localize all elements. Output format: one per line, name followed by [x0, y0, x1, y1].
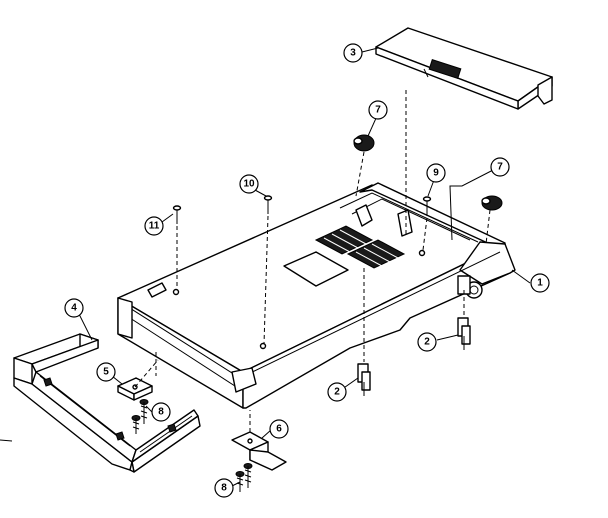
- callout-7a: 7: [368, 100, 388, 120]
- knob-7b: [481, 195, 503, 211]
- svg-text:8: 8: [221, 483, 227, 494]
- callout-8a: 8: [151, 402, 171, 422]
- svg-text:1: 1: [537, 278, 543, 289]
- access-opening: [283, 251, 349, 287]
- svg-text:5: 5: [103, 367, 109, 378]
- screw-8b: [235, 463, 253, 492]
- svg-text:7: 7: [497, 162, 503, 173]
- svg-text:11: 11: [149, 221, 160, 232]
- svg-text:6: 6: [276, 424, 282, 435]
- mount-bracket-5: [117, 377, 153, 401]
- svg-text:2: 2: [334, 387, 340, 398]
- screw-9: [422, 196, 432, 216]
- screw-hole-rear: [418, 249, 426, 257]
- callout-9: 9: [426, 163, 446, 183]
- knob-7a: [353, 134, 375, 152]
- callout-10: 10: [239, 174, 259, 194]
- callout-11: 11: [144, 216, 164, 236]
- leader-lines: [77, 47, 531, 487]
- callout-2b: 2: [327, 382, 347, 402]
- mount-bracket-6: [231, 431, 287, 471]
- clip-2a: [357, 363, 371, 396]
- svg-text:7: 7: [375, 105, 381, 116]
- callout-7b: 7: [490, 157, 510, 177]
- alignment-lines: [134, 90, 491, 432]
- callout-8b: 8: [214, 478, 234, 498]
- front-frame: [13, 333, 201, 473]
- callout-4: 4: [64, 298, 84, 318]
- callout-1: 1: [530, 273, 550, 293]
- callout-6: 6: [269, 419, 289, 439]
- svg-text:9: 9: [433, 168, 439, 179]
- screw-11: [172, 205, 182, 224]
- screw-hole-left: [172, 288, 180, 296]
- cover-vent-grille: [428, 58, 462, 80]
- svg-text:2: 2: [424, 337, 430, 348]
- screw-8a: [131, 399, 149, 434]
- screw-hole-front: [259, 342, 267, 350]
- main-base: [117, 182, 516, 409]
- screw-10: [263, 195, 273, 214]
- svg-text:8: 8: [158, 407, 164, 418]
- callout-3: 3: [343, 43, 363, 63]
- svg-text:4: 4: [71, 303, 77, 314]
- clip-2b: [457, 317, 471, 350]
- callout-5: 5: [96, 362, 116, 382]
- callout-2a: 2: [417, 332, 437, 352]
- svg-text:10: 10: [243, 179, 255, 190]
- svg-text:3: 3: [350, 48, 356, 59]
- stray-mark: [0, 439, 13, 442]
- cover-plate: [375, 27, 553, 110]
